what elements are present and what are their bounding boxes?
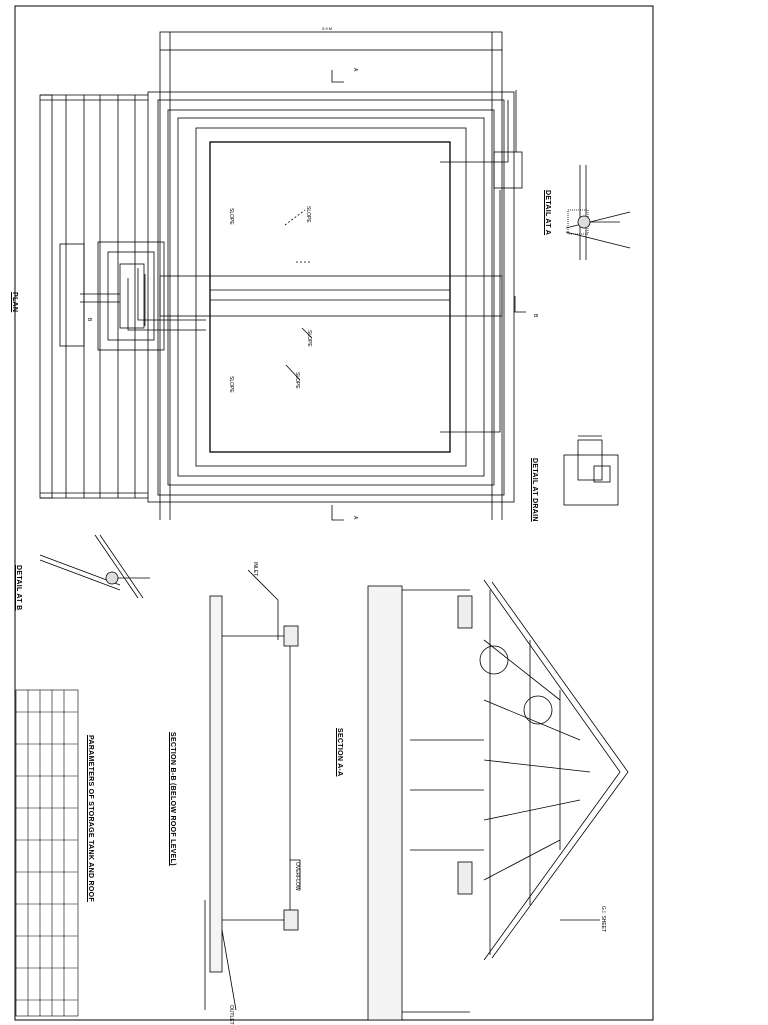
outlet-label: OUTLET (228, 1005, 234, 1025)
parameters-table (15, 689, 79, 1017)
detail-drain (563, 435, 619, 506)
section-marker-b-right: B (532, 314, 538, 318)
detail-drain-title: DETAIL AT DRAIN (531, 458, 538, 522)
sheet-border (14, 5, 654, 1021)
slope-label-1: SLOPE (228, 208, 234, 225)
plan-view (39, 31, 526, 521)
slope-label-3: SLOPE (228, 376, 234, 393)
detail-a-title-text: DETAIL AT (544, 190, 551, 228)
detail-a-marker: A (544, 229, 551, 236)
detail-b-title-text: DETAIL AT (15, 565, 22, 603)
detail-a-title: DETAIL AT A (544, 190, 551, 235)
parameters-table-title: PARAMETERS OF STORAGE TANK AND ROOF (87, 735, 94, 902)
section-aa (367, 579, 629, 1021)
inlet-label: INLET (252, 562, 258, 577)
section-marker-b-left: B (86, 318, 92, 322)
slope-label-5: SLOPE (294, 372, 300, 389)
detail-b (39, 534, 150, 599)
plan-title: PLAN (11, 292, 18, 313)
detail-b-title: DETAIL AT B (15, 565, 22, 610)
section-bb (204, 569, 301, 1011)
section-aa-title: SECTION A-A (336, 728, 343, 777)
detail-a (565, 165, 631, 260)
detail-b-marker: B (15, 605, 22, 611)
dimension-top-label: 9.9 M (322, 26, 332, 31)
section-marker-a-bottom: A (352, 516, 358, 520)
section-marker-a-top: A (352, 68, 358, 72)
section-bb-title: SECTION B-B (BELOW ROOF LEVEL) (169, 732, 176, 866)
gi-sheet-label: G.I. SHEET (600, 906, 606, 933)
slope-label-2: SLOPE (305, 206, 311, 223)
slope-label-4: SLOPE (306, 330, 312, 347)
overflow-label: OVERFLOW (294, 862, 300, 891)
